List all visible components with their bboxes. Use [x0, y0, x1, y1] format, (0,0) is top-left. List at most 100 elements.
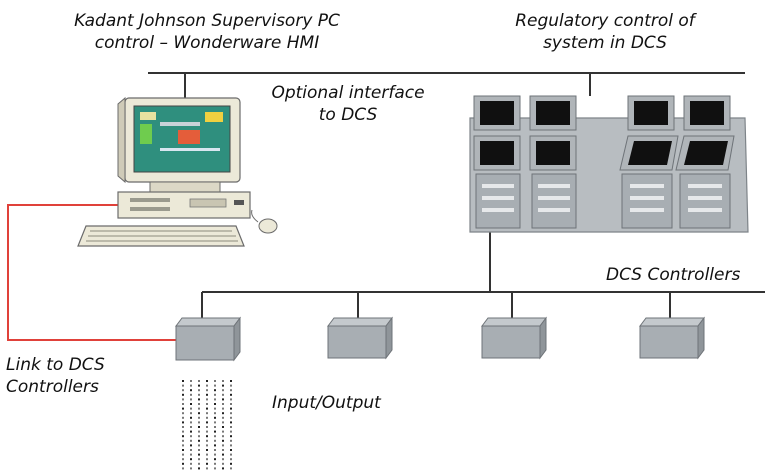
io-terminal	[198, 449, 200, 451]
io-terminal	[182, 449, 184, 451]
io-terminal	[222, 430, 224, 433]
io-terminal	[222, 453, 224, 456]
io-terminal	[190, 444, 192, 447]
io-terminal	[198, 453, 200, 456]
io-terminal	[206, 384, 208, 387]
io-terminal	[190, 403, 192, 405]
io-terminal	[190, 435, 192, 438]
controller-icon	[481, 316, 547, 360]
io-terminal	[190, 393, 192, 396]
io-terminal	[214, 444, 216, 447]
io-terminal	[182, 384, 184, 387]
io-terminal	[230, 421, 232, 424]
io-terminal	[206, 421, 208, 424]
io-terminal	[206, 444, 208, 447]
io-terminal	[214, 416, 216, 419]
io-terminal	[206, 462, 208, 465]
io-terminal	[230, 384, 232, 387]
io-terminal	[206, 435, 208, 438]
io-terminal	[206, 393, 208, 396]
dcs-controllers-label: DCS Controllers	[606, 264, 740, 286]
io-terminal	[206, 467, 208, 470]
io-terminal	[206, 439, 208, 442]
io-terminal	[214, 403, 216, 405]
dcs-console-icon	[469, 95, 749, 233]
io-terminal	[198, 458, 200, 461]
io-terminal	[198, 444, 200, 447]
io-terminal	[214, 458, 216, 461]
controller-icon	[639, 316, 705, 360]
controller-icon	[327, 316, 393, 360]
io-terminal	[230, 458, 232, 461]
io-terminal	[182, 416, 184, 419]
io-terminal	[206, 430, 208, 433]
io-terminal	[222, 389, 224, 392]
io-terminal	[230, 453, 232, 456]
io-terminal	[198, 407, 200, 410]
io-terminal	[190, 421, 192, 424]
supervisory-line-1: Kadant Johnson Supervisory PC	[74, 11, 340, 31]
io-terminal	[198, 439, 200, 442]
io-terminal	[230, 462, 232, 465]
io-terminal	[214, 407, 216, 410]
io-terminal	[198, 398, 200, 401]
io-terminal	[230, 430, 232, 433]
io-terminal	[182, 458, 184, 461]
io-terminal	[230, 444, 232, 447]
io-terminal	[190, 398, 192, 401]
io-terminal	[214, 393, 216, 396]
io-terminal	[198, 412, 200, 415]
io-terminal	[182, 398, 184, 401]
io-terminal	[214, 449, 216, 451]
regulatory-line-1: Regulatory control of	[515, 11, 695, 31]
io-terminal	[230, 439, 232, 442]
workstation-icon	[77, 96, 278, 247]
io-terminal	[230, 407, 232, 410]
io-terminal	[230, 398, 232, 401]
io-terminal	[230, 403, 232, 405]
io-terminal	[190, 412, 192, 415]
io-terminal	[198, 389, 200, 392]
io-terminal	[230, 426, 232, 428]
io-terminal	[214, 430, 216, 433]
io-terminal	[222, 380, 224, 382]
io-terminal	[182, 453, 184, 456]
io-terminal	[214, 453, 216, 456]
io-terminal	[182, 389, 184, 392]
regulatory-control-label: Regulatory control of system in DCS	[490, 10, 720, 54]
io-terminal	[182, 426, 184, 428]
io-terminal	[214, 380, 216, 382]
io-terminal	[222, 467, 224, 470]
io-terminal	[222, 439, 224, 442]
io-terminal	[222, 421, 224, 424]
io-terminal	[190, 416, 192, 419]
io-terminal	[214, 467, 216, 470]
io-terminal	[190, 458, 192, 461]
io-terminal	[206, 389, 208, 392]
io-terminal	[214, 421, 216, 424]
io-terminal	[222, 393, 224, 396]
io-terminal	[230, 416, 232, 419]
io-terminal	[182, 412, 184, 415]
io-terminal	[206, 416, 208, 419]
io-terminal	[206, 453, 208, 456]
io-terminal	[190, 380, 192, 382]
io-terminal	[182, 430, 184, 433]
io-terminal	[198, 462, 200, 465]
io-terminal	[214, 426, 216, 428]
io-terminal	[206, 403, 208, 405]
io-terminal	[230, 467, 232, 470]
io-terminal	[182, 403, 184, 405]
io-terminal	[182, 462, 184, 465]
io-terminal	[198, 384, 200, 387]
optional-line-1: Optional interface	[271, 83, 425, 103]
io-terminal	[190, 467, 192, 470]
io-terminal	[206, 407, 208, 410]
io-terminal	[214, 439, 216, 442]
io-terminal	[198, 403, 200, 405]
io-terminal	[222, 384, 224, 387]
io-terminal	[206, 426, 208, 428]
io-terminal	[222, 403, 224, 405]
dcs-controllers-text: DCS Controllers	[606, 265, 741, 285]
io-terminal	[198, 380, 200, 382]
